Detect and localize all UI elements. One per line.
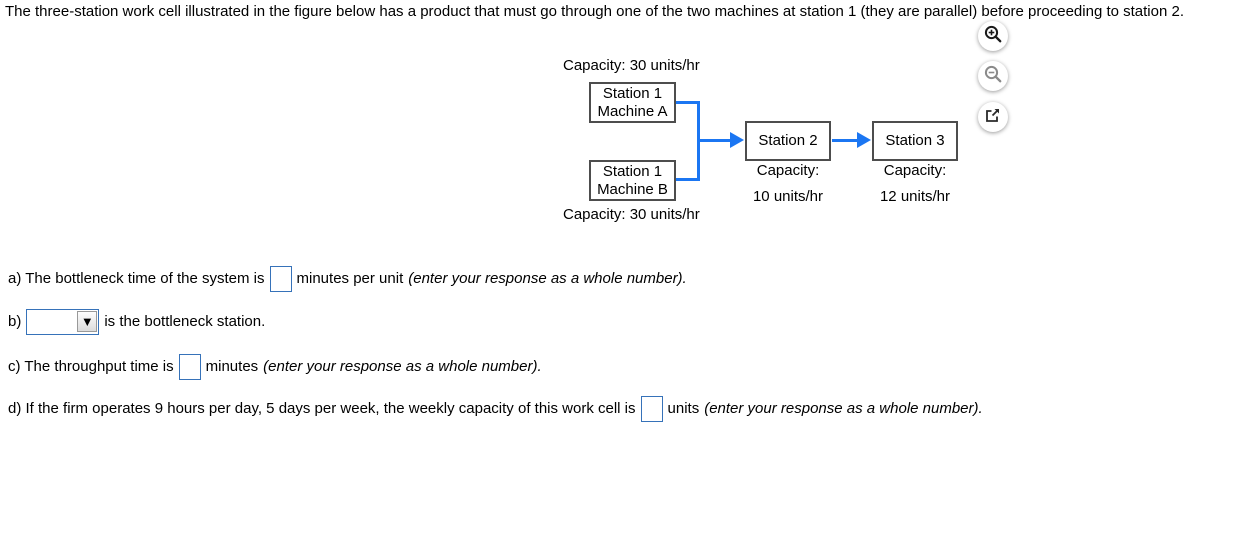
arrow-to-station3-head-icon	[857, 132, 871, 148]
question-d-answer-input[interactable]	[640, 395, 663, 422]
station3-label: Station 3	[885, 132, 945, 149]
station1-machine-b-box: Station 1 Machine B	[589, 160, 676, 201]
arrow-to-station3-shaft	[832, 139, 858, 142]
chevron-down-icon[interactable]: ▼	[77, 310, 98, 332]
station2-capacity-label: Capacity:	[756, 162, 820, 179]
station1-machine-b-line1: Station 1	[602, 162, 663, 180]
question-a-text: a) The bottleneck time of the system is	[8, 270, 265, 287]
station3-capacity-value: 12 units/hr	[879, 188, 951, 205]
station2-label: Station 2	[758, 132, 818, 149]
question-c-text: c) The throughput time is	[8, 358, 174, 375]
question-d-suffix: units	[667, 400, 700, 417]
question-b-station-dropdown[interactable]: ▼	[26, 308, 100, 335]
station2-box: Station 2	[745, 121, 831, 161]
question-d-text: d) If the firm operates 9 hours per day,…	[8, 400, 636, 417]
station2-capacity-value: 10 units/hr	[752, 188, 824, 205]
open-in-new-window-button[interactable]	[978, 102, 1008, 132]
station1-machine-b-line2: Machine B	[597, 180, 668, 198]
wire-machine-a-out	[676, 101, 700, 104]
arrow-to-station2-shaft	[698, 139, 731, 142]
question-c-suffix: minutes	[205, 358, 259, 375]
problem-statement: The three-station work cell illustrated …	[5, 3, 1185, 20]
question-a-hint: (enter your response as a whole number).	[408, 270, 687, 287]
station1-machine-a-line1: Station 1	[602, 84, 663, 102]
open-in-new-window-icon	[983, 105, 1003, 130]
station3-box: Station 3	[872, 121, 958, 161]
question-d-row: d) If the firm operates 9 hours per day,…	[8, 395, 983, 422]
station3-capacity-label: Capacity:	[883, 162, 947, 179]
question-b-text: b)	[8, 313, 22, 330]
station1-machine-a-box: Station 1 Machine A	[589, 82, 676, 123]
question-c-row: c) The throughput time is minutes (enter…	[8, 353, 542, 380]
question-b-row: b) ▼ is the bottleneck station.	[8, 308, 265, 335]
question-a-suffix: minutes per unit	[296, 270, 404, 287]
wire-machine-b-out	[676, 178, 700, 181]
question-d-hint: (enter your response as a whole number).	[704, 400, 983, 417]
zoom-out-icon	[983, 64, 1003, 89]
station1-machine-a-line2: Machine A	[597, 102, 668, 120]
arrow-to-station2-head-icon	[730, 132, 744, 148]
zoom-in-button[interactable]	[978, 21, 1008, 51]
zoom-out-button[interactable]	[978, 61, 1008, 91]
question-c-hint: (enter your response as a whole number).	[263, 358, 542, 375]
question-b-suffix: is the bottleneck station.	[104, 313, 266, 330]
zoom-in-icon	[983, 24, 1003, 49]
machine-a-capacity-label: Capacity: 30 units/hr	[563, 57, 700, 74]
question-a-answer-input[interactable]	[269, 265, 292, 292]
machine-b-capacity-label: Capacity: 30 units/hr	[563, 206, 700, 223]
question-a-row: a) The bottleneck time of the system is …	[8, 265, 687, 292]
question-c-answer-input[interactable]	[178, 353, 201, 380]
